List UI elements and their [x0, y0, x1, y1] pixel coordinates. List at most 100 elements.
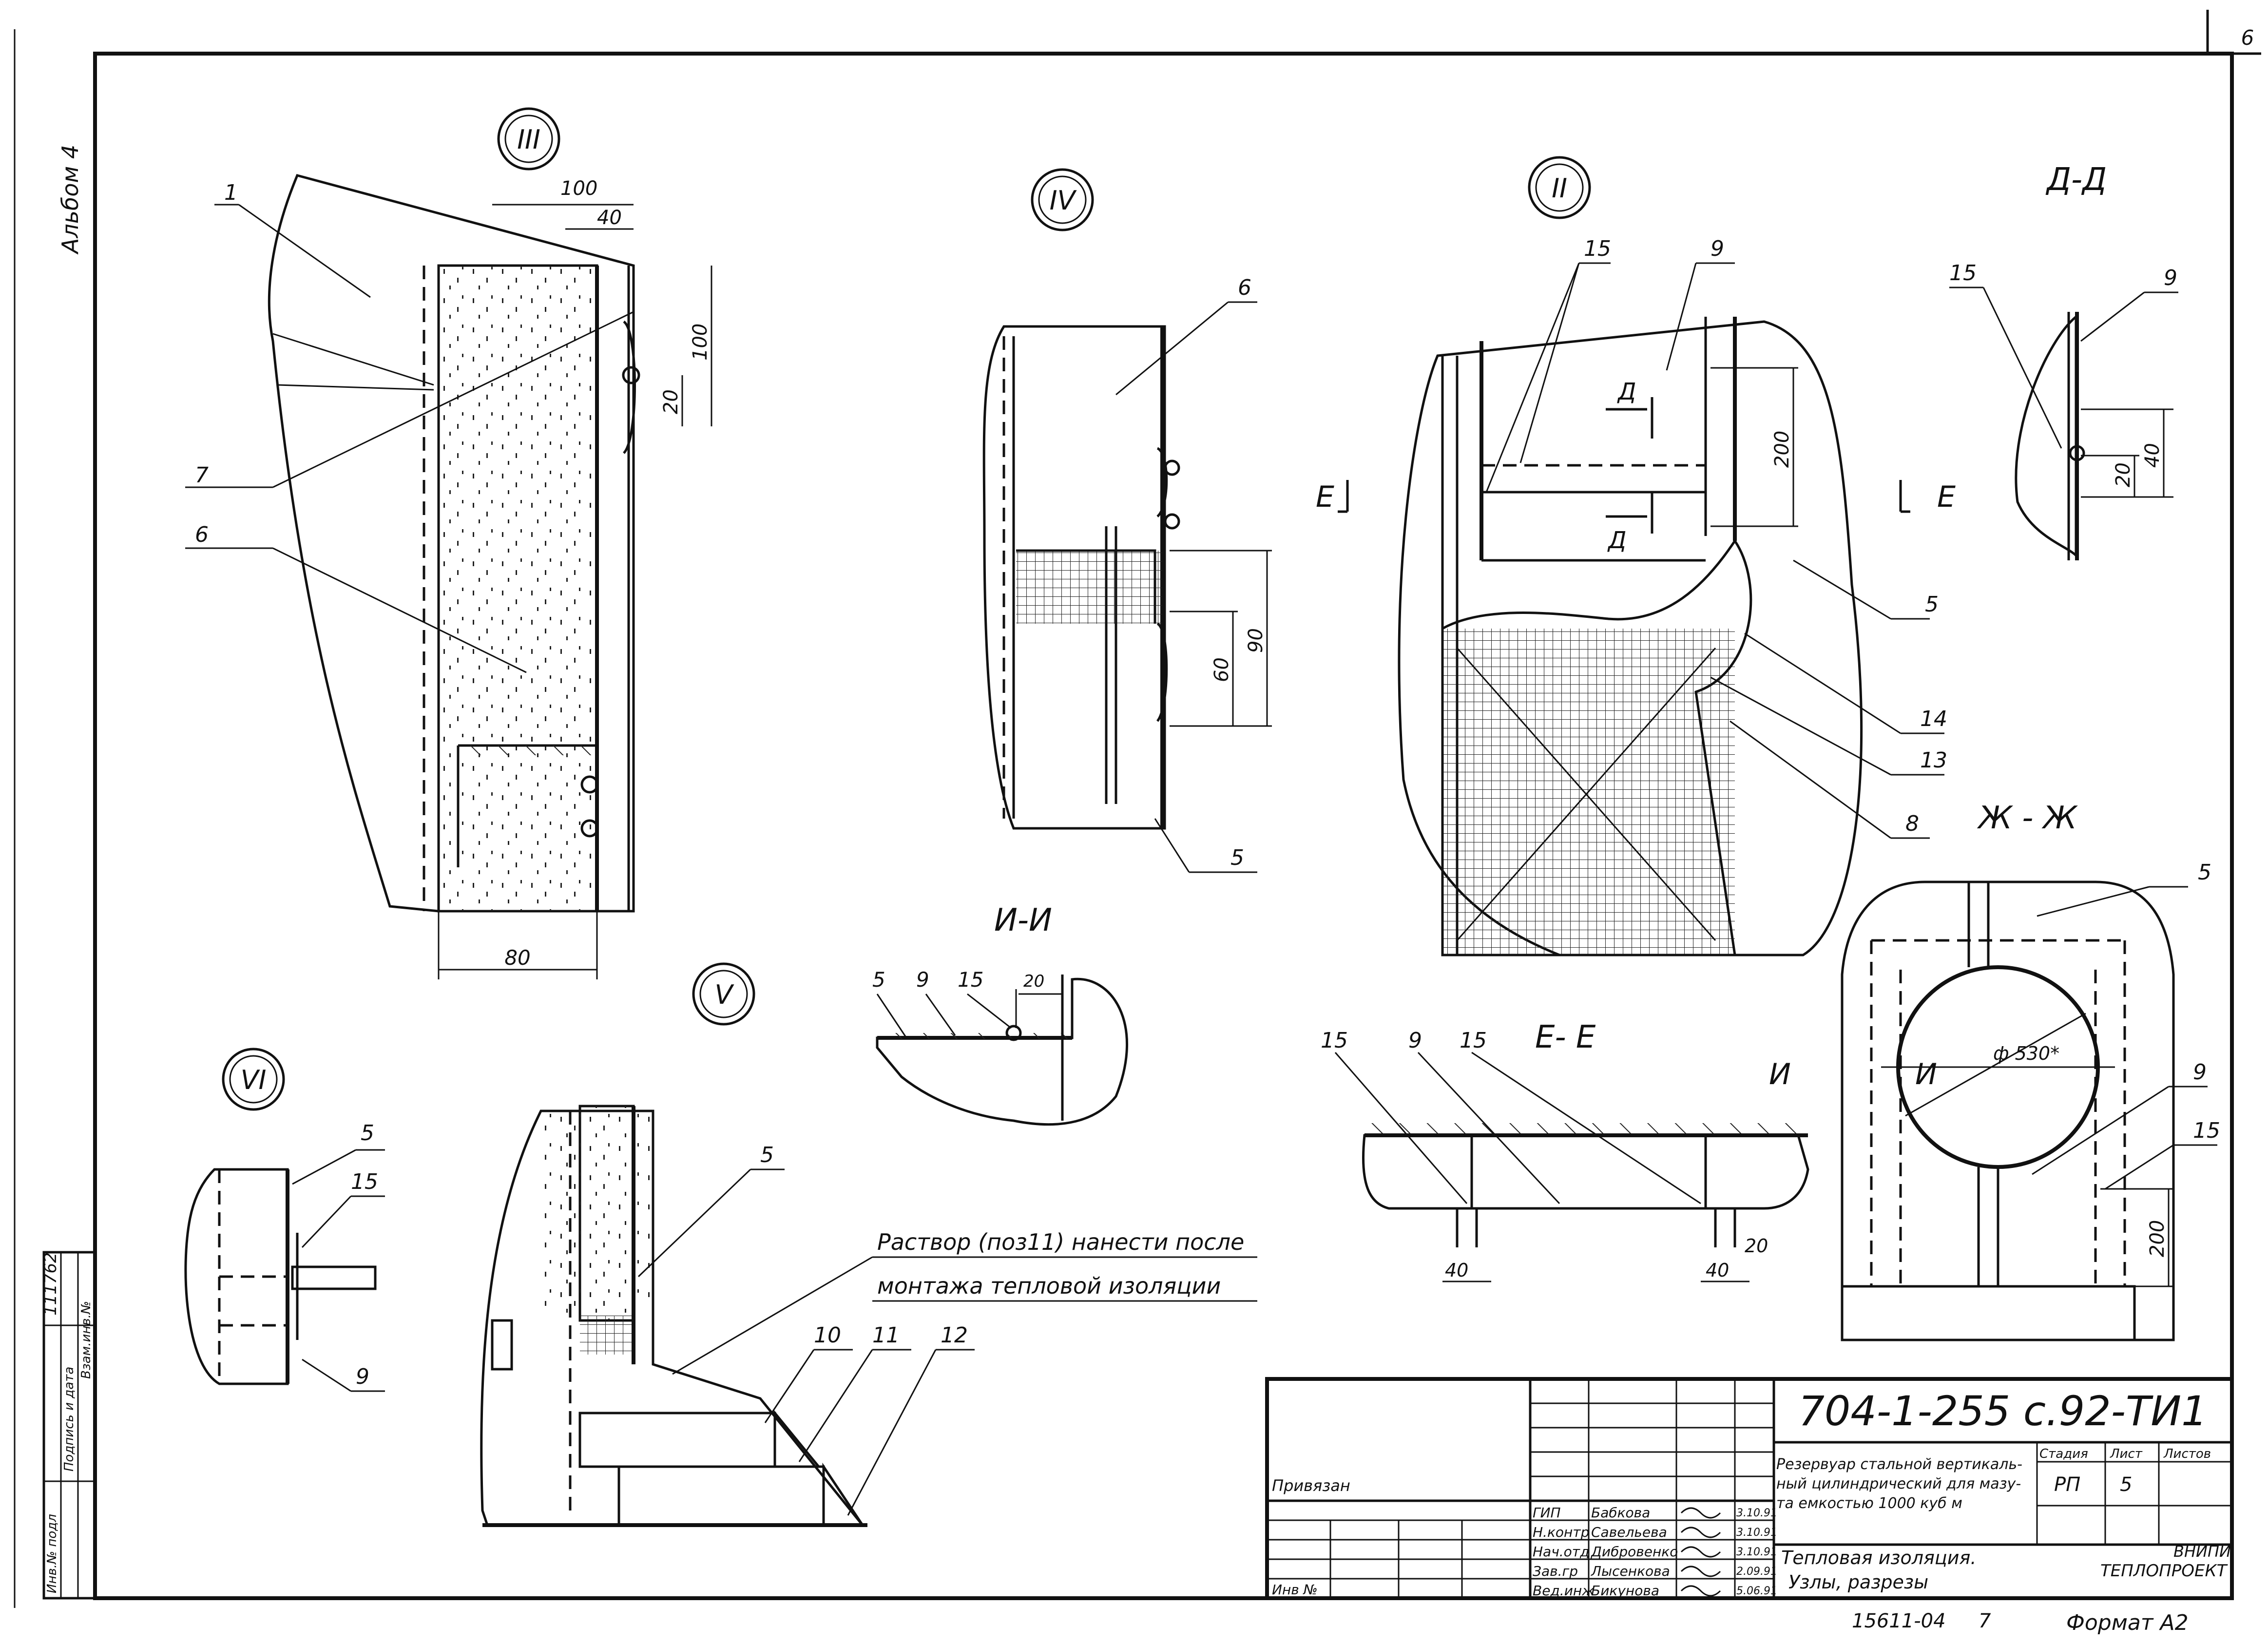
pos-9-d: 9 [2164, 266, 2177, 290]
dim-20-b: 20 [1023, 972, 1044, 991]
cut-e-left: Е [1316, 480, 1334, 514]
name-1: Савельева [1591, 1524, 1667, 1540]
dim-phi: ф 530* [1993, 1043, 2059, 1064]
name-4: Бикунова [1591, 1583, 1659, 1599]
format-label: Формат А2 [2066, 1610, 2189, 1635]
pos-6-b: 6 [1238, 275, 1251, 300]
signature-2 [1680, 1546, 1721, 1558]
pos-5-a: 5 [1230, 845, 1244, 870]
name-2: Дибровенко [1590, 1544, 1678, 1560]
sheets-header: Листов [2163, 1447, 2211, 1461]
archive-number: 15611-04 [1852, 1610, 1946, 1632]
name-0: Бабкова [1591, 1505, 1650, 1521]
date-0: 3.10.91 [1736, 1507, 1777, 1519]
pos-9-e2: 9 [2193, 1060, 2207, 1085]
dim-200-a: 200 [1771, 431, 1793, 468]
pos-7: 7 [195, 463, 209, 488]
pos-15-c: 15 [1584, 236, 1611, 261]
subtitle-line-2: Узлы, разрезы [1788, 1571, 1928, 1593]
album-label: Альбом 4 [57, 145, 83, 255]
section-dd-title: Д-Д [2045, 162, 2107, 198]
pos-5-d: 5 [2198, 860, 2211, 885]
title-block [1265, 1377, 2234, 1600]
margin-sign-date: Подпись и дата [62, 1367, 77, 1472]
pos-11: 11 [872, 1323, 900, 1348]
node-VI-drawing [184, 1168, 377, 1385]
sheet-value: 5 [2120, 1473, 2132, 1496]
section-zhzh-title: Ж - Ж [1977, 800, 2078, 836]
node-VI-marker-inner [229, 1055, 278, 1104]
signature-0 [1680, 1507, 1721, 1519]
pos-12: 12 [941, 1323, 968, 1348]
node-V-drawing [480, 1105, 867, 1527]
pos-9-f: 9 [356, 1364, 369, 1389]
date-2: 3.10.91 [1736, 1546, 1777, 1558]
sheet-header: Лист [2110, 1447, 2143, 1461]
node-II-marker [1528, 156, 1591, 219]
pos-6-a: 6 [195, 522, 209, 547]
role-1: Н.контр [1533, 1524, 1589, 1540]
dim-20-c: 20 [2112, 462, 2134, 487]
inv-label: Инв № [1272, 1582, 1318, 1598]
node-II-marker-inner [1535, 163, 1584, 212]
note-line-1: Раствор (поз11) нанести после [877, 1229, 1244, 1255]
margin-stamp [42, 1251, 96, 1600]
node-IV-marker-inner [1038, 175, 1087, 224]
pos-15-e: 15 [1321, 1028, 1348, 1053]
pos-9-e: 9 [1408, 1028, 1422, 1053]
section-ee-drawing [1362, 1123, 1809, 1282]
section-dd-drawing [2015, 312, 2173, 560]
org-line-2: ТЕПЛОПРОЕКТ [2100, 1561, 2228, 1581]
pos-9-b: 9 [916, 968, 929, 992]
dim-20-a: 20 [660, 389, 682, 414]
pos-13: 13 [1920, 748, 1947, 773]
node-II-drawing [1338, 317, 1910, 956]
node-VI-label: VI [241, 1065, 267, 1095]
bound-label: Привязан [1272, 1476, 1350, 1495]
section-ii-drawing [876, 975, 1128, 1126]
date-4: 5.06.91 [1736, 1585, 1777, 1597]
node-V-label: V [715, 979, 735, 1010]
cut-i-right: И [1915, 1057, 1937, 1091]
dim-40-b: 40 [1445, 1260, 1468, 1281]
margin-inv-orig: Инв.№ подл [45, 1514, 59, 1593]
role-2: Нач.отд [1533, 1544, 1589, 1560]
node-V-marker-inner [699, 970, 748, 1018]
title-line-2: ный цилиндрический для мазу- [1776, 1475, 2021, 1492]
dim-40-d: 40 [1706, 1260, 1729, 1281]
node-IV-label: IV [1050, 185, 1077, 216]
node-V-marker [692, 962, 755, 1026]
footer-seven: 7 [1979, 1610, 1991, 1632]
section-zhzh-drawing [1841, 880, 2175, 1341]
dim-100-b: 100 [689, 324, 711, 361]
node-II-label: II [1552, 173, 1567, 204]
pos-15-d: 15 [1949, 261, 1977, 286]
title-line-3: та емкостью 1000 куб м [1776, 1495, 1962, 1512]
role-0: ГИП [1533, 1505, 1561, 1521]
name-3: Лысенкова [1591, 1563, 1670, 1579]
title-line-1: Резервуар стальной вертикаль- [1776, 1456, 2022, 1473]
pos-15-b: 15 [958, 968, 983, 992]
pos-5-b: 5 [872, 968, 885, 992]
pos-5-f: 5 [361, 1121, 374, 1146]
stage-value: РП [2054, 1473, 2080, 1496]
dim-90: 90 [1245, 628, 1267, 653]
cut-e-right: Е [1937, 480, 1956, 514]
signature-3 [1680, 1566, 1721, 1577]
pos-15-g: 15 [2193, 1118, 2220, 1143]
dim-80: 80 [504, 946, 530, 970]
node-III-label: III [517, 124, 540, 155]
role-3: Зав.гр [1533, 1563, 1578, 1579]
margin-number: 111762 [41, 1252, 60, 1316]
pos-5-c: 5 [1925, 592, 1939, 617]
pos-5-e: 5 [760, 1143, 774, 1167]
pos-14: 14 [1920, 707, 1947, 731]
node-IV-drawing [982, 325, 1272, 830]
cut-d-top: Д [1617, 378, 1636, 405]
role-4: Вед.инж [1533, 1583, 1594, 1599]
approval-rows: ГИП Н.контр Нач.отд Зав.гр Вед.инж Бабко… [1533, 1505, 1777, 1599]
cut-d-bottom: Д [1607, 527, 1627, 554]
section-ee-title: Е- Е [1535, 1019, 1596, 1055]
dim-40-a: 40 [597, 207, 622, 229]
